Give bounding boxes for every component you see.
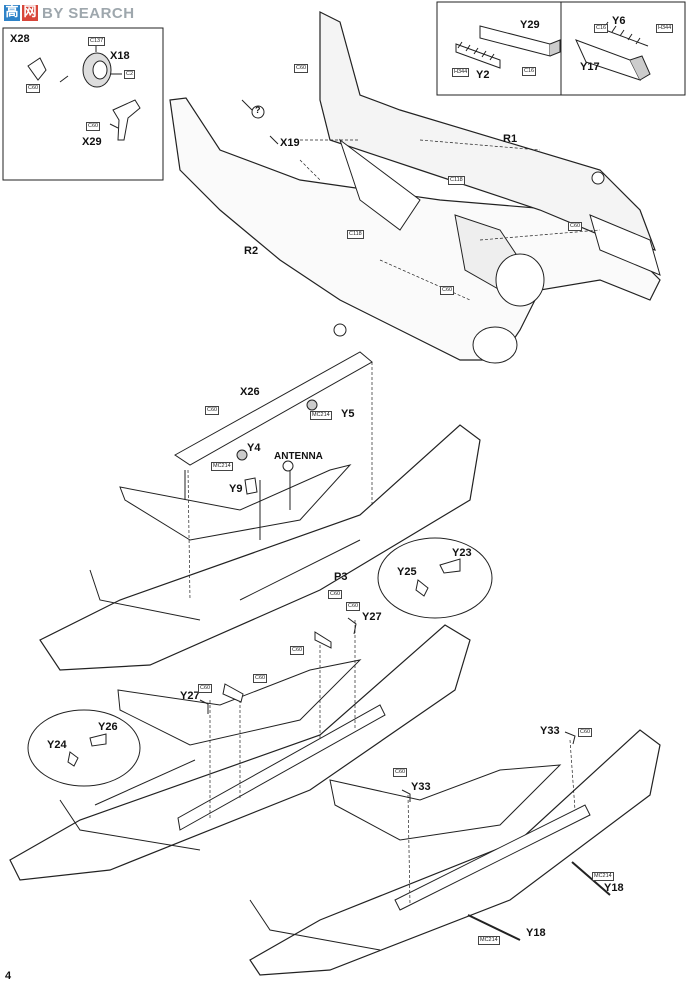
- part-c60-fuselage-c: C60: [440, 286, 455, 295]
- watermark-char-2: 网: [22, 5, 38, 21]
- part-h344-tank: H344: [656, 24, 674, 33]
- part-mc214-upper-b: MC214: [211, 462, 233, 471]
- seat-parts-drawing: [455, 25, 561, 69]
- label-y29: Y29: [520, 19, 540, 31]
- label-p3: P3: [334, 571, 348, 583]
- part-c60-mid-b: C60: [346, 602, 361, 611]
- label-y26: Y26: [98, 721, 118, 733]
- fuselage-drawing: [169, 11, 661, 364]
- watermark-text: BY SEARCH: [42, 4, 135, 22]
- label-y23: Y23: [452, 547, 472, 559]
- label-antenna: ANTENNA: [274, 451, 323, 462]
- label-y9: Y9: [229, 483, 243, 495]
- upper-wing-drawing: [39, 351, 481, 671]
- part-h344-seat: H344: [452, 68, 470, 77]
- label-y6: Y6: [612, 15, 626, 27]
- part-c60-mid-a: C60: [328, 590, 343, 599]
- part-c16-tank: C16: [594, 24, 609, 33]
- part-c118-fuselage-b: C118: [347, 230, 364, 239]
- label-x18: X18: [110, 50, 130, 62]
- part-c60-wheel-a: C60: [26, 84, 41, 93]
- part-mc214-upper-a: MC214: [310, 411, 332, 420]
- label-r1: R1: [503, 133, 518, 145]
- label-y18-left: Y18: [526, 927, 546, 939]
- part-mc214-low-b: MC214: [478, 936, 500, 945]
- label-x26: X26: [240, 386, 260, 398]
- part-c60-mid-d: C60: [198, 684, 213, 693]
- part-c60-mid-e: C60: [253, 674, 268, 683]
- label-y18-right: Y18: [604, 882, 624, 894]
- label-x29: X29: [82, 136, 102, 148]
- part-c60-upper-wing: C60: [205, 406, 220, 415]
- label-x28: X28: [10, 33, 30, 45]
- label-y2: Y2: [476, 69, 490, 81]
- page-number: 4: [5, 970, 12, 982]
- label-r2: R2: [244, 245, 259, 257]
- detail-circle-1-outline: [377, 537, 493, 619]
- label-y27-left: Y27: [180, 690, 200, 702]
- wheel-assembly-drawing: [27, 40, 141, 141]
- middle-wing-drawing: [9, 617, 471, 881]
- lower-wing-drawing: [249, 729, 661, 976]
- inset-box-wheel: [2, 27, 164, 181]
- question-mark: ?: [255, 105, 261, 115]
- part-c60-mid-c: C60: [290, 646, 305, 655]
- label-x19: X19: [280, 137, 300, 149]
- part-c60-fuselage-b: C60: [568, 222, 583, 231]
- label-y33-right: Y33: [540, 725, 560, 737]
- part-c137: C137: [88, 37, 106, 46]
- label-y17: Y17: [580, 61, 600, 73]
- part-c60-low-b: C60: [393, 768, 408, 777]
- part-mc214-low-a: MC214: [592, 872, 614, 881]
- label-y27-right: Y27: [362, 611, 382, 623]
- label-y24: Y24: [47, 739, 67, 751]
- part-c60-low-a: C60: [578, 728, 593, 737]
- part-c118-fuselage-a: C118: [448, 176, 465, 185]
- label-y5: Y5: [341, 408, 355, 420]
- label-y4: Y4: [247, 442, 261, 454]
- label-y25: Y25: [397, 566, 417, 578]
- watermark: 高 网 BY SEARCH: [4, 2, 135, 24]
- detail-circle-2-outline: [27, 709, 141, 787]
- part-c16-seat: C16: [522, 67, 537, 76]
- part-c60-fuselage-a: C60: [294, 64, 309, 73]
- part-c2: C2: [124, 70, 136, 79]
- watermark-char-1: 高: [4, 5, 20, 21]
- label-y33-left: Y33: [411, 781, 431, 793]
- part-c60-wheel-b: C60: [86, 122, 101, 131]
